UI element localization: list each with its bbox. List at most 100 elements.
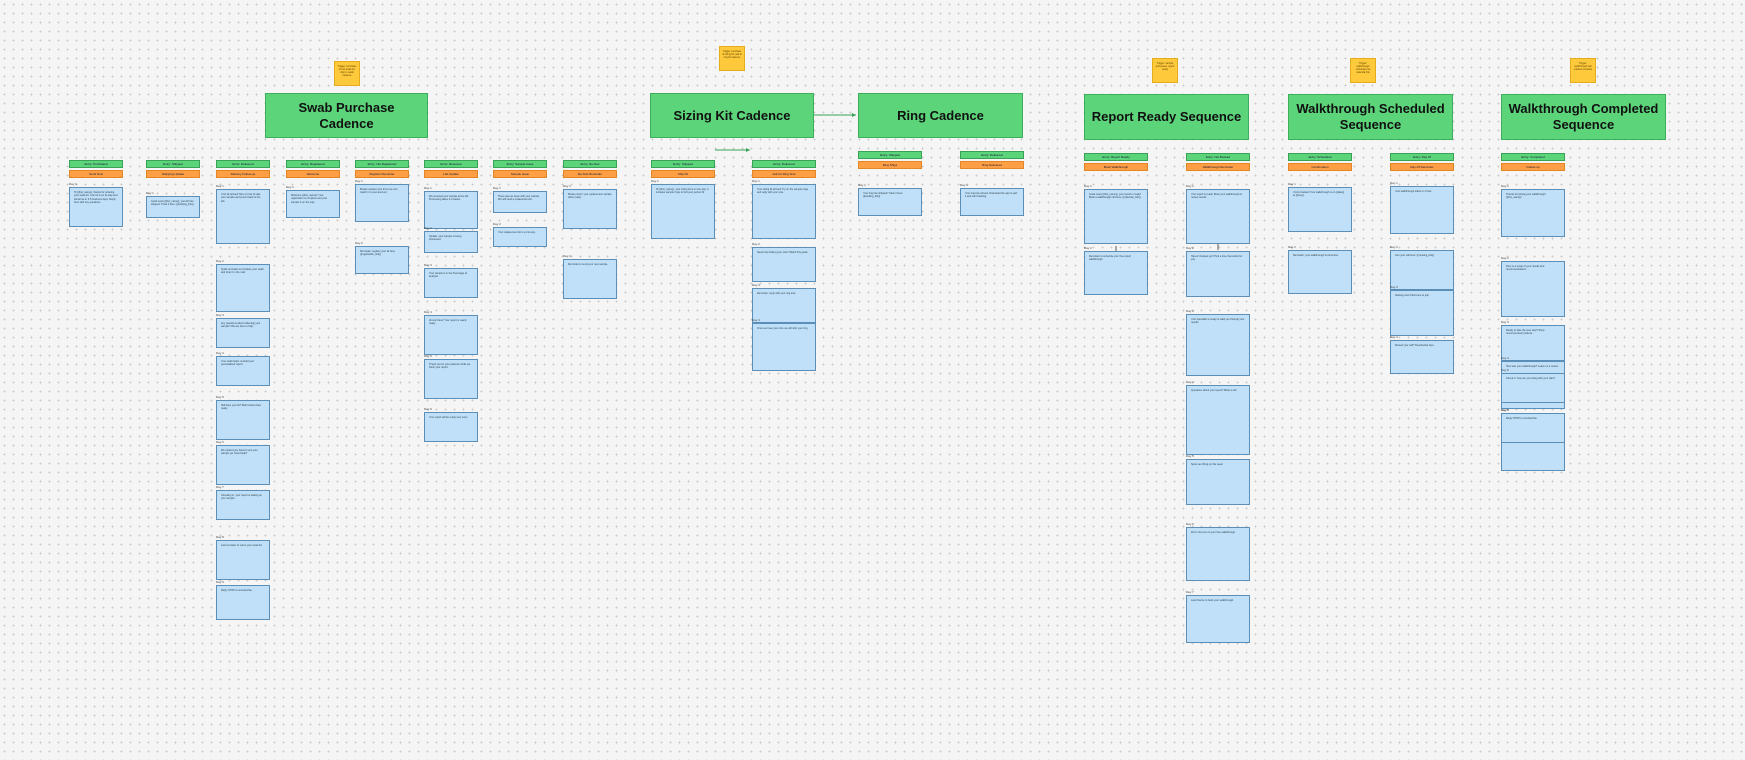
message-card[interactable]: Reminder: your walkthrough is tomorrow.	[1288, 250, 1352, 294]
step-tag-14[interactable]: Walkthrough Reminder	[1186, 163, 1250, 171]
entry-tag-7[interactable]: Entry: Sample Issue	[493, 160, 547, 168]
message-card[interactable]: Questions about your report? Book a call…	[1186, 385, 1250, 455]
message-card[interactable]: Reply STOP to unsubscribe.	[216, 585, 270, 620]
step-tag-3[interactable]: Delivery Follow-up	[216, 170, 270, 178]
message-card[interactable]: Quick reminder to complete your swab and…	[216, 264, 270, 312]
message-card[interactable]: Reminder: register your kit here {{regis…	[355, 246, 409, 274]
message-card[interactable]: Haven't booked yet? Pick a time that wor…	[1186, 251, 1250, 297]
step-tag-11[interactable]: Ring Ships	[858, 161, 922, 169]
step-tag-13[interactable]: Book Walkthrough	[1084, 163, 1148, 171]
step-tag-4[interactable]: Welcome	[286, 170, 340, 178]
message-card[interactable]: We received your sample at the lab. Proc…	[424, 191, 478, 229]
section-title-3[interactable]: Ring Cadence	[858, 93, 1023, 138]
message-card[interactable]: Reminder: reply with your ring size.	[752, 288, 816, 323]
message-card[interactable]: Your sample is in the final stage of ana…	[424, 268, 478, 298]
section-title-2[interactable]: Sizing Kit Cadence	[650, 93, 814, 138]
entry-tag-10[interactable]: Entry: Delivered	[752, 160, 816, 168]
message-card[interactable]: Welcome {{first_name}}! Your registratio…	[286, 190, 340, 218]
message-card[interactable]: Great news {{first_name}}, your report i…	[1084, 189, 1148, 244]
step-tag-16[interactable]: Day-Of Reminder	[1390, 163, 1454, 171]
message-card[interactable]: Don't miss out on your free walkthrough.	[1186, 527, 1250, 581]
message-card[interactable]: Your ring has shipped! Track it here: {{…	[858, 188, 922, 216]
step-tag-5[interactable]: Register Reminder	[355, 170, 409, 178]
message-card[interactable]: Update: your sample is being processed.	[424, 231, 478, 253]
message-card[interactable]: Still have your kit? Mail it back when r…	[216, 400, 270, 440]
entry-tag-8[interactable]: Entry: Re-Test	[563, 160, 617, 168]
message-card[interactable]: Thanks for joining your walkthrough, {{f…	[1501, 189, 1565, 237]
entry-tag-5[interactable]: Entry: Not Registered	[355, 160, 409, 168]
message-card[interactable]: Your walkthrough starts in 1 hour.	[1390, 186, 1454, 234]
sticky-note-4[interactable]: Trigger: sample processed, report ready	[1152, 58, 1178, 83]
step-tag-8[interactable]: Re-Test Reminder	[563, 170, 617, 178]
sticky-note-5[interactable]: Trigger: walkthrough scheduled via calen…	[1350, 58, 1376, 83]
message-card[interactable]: Missed your call? Reschedule here.	[1390, 340, 1454, 374]
entry-tag-3[interactable]: Entry: Delivered	[216, 160, 270, 168]
message-card[interactable]: Spots are filling up this week.	[1186, 459, 1250, 505]
message-card[interactable]: Reminder to send your new sample.	[563, 259, 617, 299]
message-card[interactable]: Starting now! Click here to join.	[1390, 290, 1454, 336]
message-card[interactable]: Checking in: your report is waiting on y…	[216, 490, 270, 520]
step-tag-12[interactable]: Ring Delivered	[960, 161, 1024, 169]
message-card[interactable]: Reminder to schedule your free report wa…	[1084, 251, 1148, 295]
entry-tag-4[interactable]: Entry: Registered	[286, 160, 340, 168]
message-text: Ready to take the next step? Shop recomm…	[1506, 329, 1545, 336]
entry-tag-12[interactable]: Entry: Delivered	[960, 151, 1024, 159]
message-card[interactable]: Almost there! Your report is nearly read…	[424, 315, 478, 355]
step-tag-17[interactable]: Follow-up	[1501, 163, 1565, 171]
message-card[interactable]: Your kit arrived! Here is how to take yo…	[216, 189, 270, 244]
entry-tag-2[interactable]: Entry: Shipped	[146, 160, 200, 168]
entry-tag-6[interactable]: Entry: Received	[424, 160, 478, 168]
message-card[interactable]: Your ring has arrived. Download the app …	[960, 188, 1024, 216]
message-card[interactable]: Ready to take the next step? Shop recomm…	[1501, 325, 1565, 361]
message-card[interactable]: Last chance to book your walkthrough.	[1186, 595, 1250, 643]
step-tag-9[interactable]: Ship Kit	[651, 170, 715, 178]
message-card[interactable]: There was an issue with your sample. We …	[493, 191, 547, 213]
step-tag-10[interactable]: Ask for Ring Size	[752, 170, 816, 178]
message-card[interactable]: Any questions about collecting your samp…	[216, 318, 270, 348]
step-tag-1[interactable]: Send Now	[69, 170, 123, 178]
day-label: Day 4	[1501, 356, 1509, 360]
message-card[interactable]: Need help finding your size? Watch this …	[752, 247, 816, 282]
entry-tag-15[interactable]: Entry: Scheduled	[1288, 153, 1352, 161]
message-card[interactable]: Hi {{first_name}}, thanks for ordering y…	[69, 187, 123, 227]
entry-tag-16[interactable]: Entry: Day Of	[1390, 153, 1454, 161]
sticky-note-6[interactable]: Trigger: walkthrough call marked complet…	[1570, 58, 1596, 83]
entry-tag-11[interactable]: Entry: Shipped	[858, 151, 922, 159]
message-card[interactable]: Your report is ready. Book your walkthro…	[1186, 189, 1250, 244]
entry-tag-9[interactable]: Entry: Shipped	[651, 160, 715, 168]
message-card[interactable]: We noticed you haven't sent your sample …	[216, 445, 270, 485]
message-card[interactable]: Your report will be ready very soon.	[424, 412, 478, 442]
message-card[interactable]: Thank you for your patience while we fin…	[424, 359, 478, 399]
message-card[interactable]: Join your call here: {{meeting_link}}	[1390, 250, 1454, 290]
entry-tag-1[interactable]: Entry: Purchased	[69, 160, 123, 168]
entry-tag-17[interactable]: Entry: Completed	[1501, 153, 1565, 161]
section-title-5[interactable]: Walkthrough Scheduled Sequence	[1288, 94, 1453, 140]
entry-tag-14[interactable]: Entry: Not Booked	[1186, 153, 1250, 161]
section-title-1[interactable]: Swab Purchase Cadence	[265, 93, 428, 138]
section-title-6[interactable]: Walkthrough Completed Sequence	[1501, 94, 1666, 140]
sticky-note-1[interactable]: Trigger: purchase of test swab kit, drop…	[334, 61, 360, 86]
section-title-4[interactable]: Report Ready Sequence	[1084, 94, 1249, 140]
step-tag-2[interactable]: Shipping Update	[146, 170, 200, 178]
message-card[interactable]: Good news {{first_name}}, your kit has s…	[146, 196, 200, 218]
step-tag-15[interactable]: Confirmation	[1288, 163, 1352, 171]
sticky-note-2[interactable]: Trigger: purchase of sizing kit, add to …	[719, 46, 745, 71]
message-card[interactable]: Last reminder to return your swab kit.	[216, 540, 270, 580]
message-card[interactable]: Your swab helps us build your personaliz…	[216, 356, 270, 386]
message-card[interactable]: Hi {{first_name}}, your sizing kit is on…	[651, 184, 715, 239]
message-card[interactable]: Please register your kit so we can match…	[355, 184, 409, 222]
message-card[interactable]: Reply STOP to unsubscribe.	[1501, 413, 1565, 443]
message-card[interactable]: Check in: how are you doing with your pl…	[1501, 373, 1565, 403]
day-label: Day 5	[1501, 408, 1509, 412]
step-tag-7[interactable]: Sample Issue	[493, 170, 547, 178]
message-card[interactable]: Please return your replacement sample wh…	[563, 189, 617, 229]
message-card[interactable]: Here is a recap of your results and reco…	[1501, 261, 1565, 317]
message-card[interactable]: Your replacement kit is on its way.	[493, 227, 547, 247]
message-card[interactable]: Once we have your size we will ship your…	[752, 323, 816, 371]
message-card[interactable]: Your specialist is ready to walk you thr…	[1186, 314, 1250, 376]
step-tag-6[interactable]: Lab Update	[424, 170, 478, 178]
message-card[interactable]: You're booked! Your walkthrough is on {{…	[1288, 187, 1352, 232]
entry-tag-13[interactable]: Entry: Report Ready	[1084, 153, 1148, 161]
message-card[interactable]: Your sizing kit arrived! Try on the samp…	[752, 184, 816, 239]
